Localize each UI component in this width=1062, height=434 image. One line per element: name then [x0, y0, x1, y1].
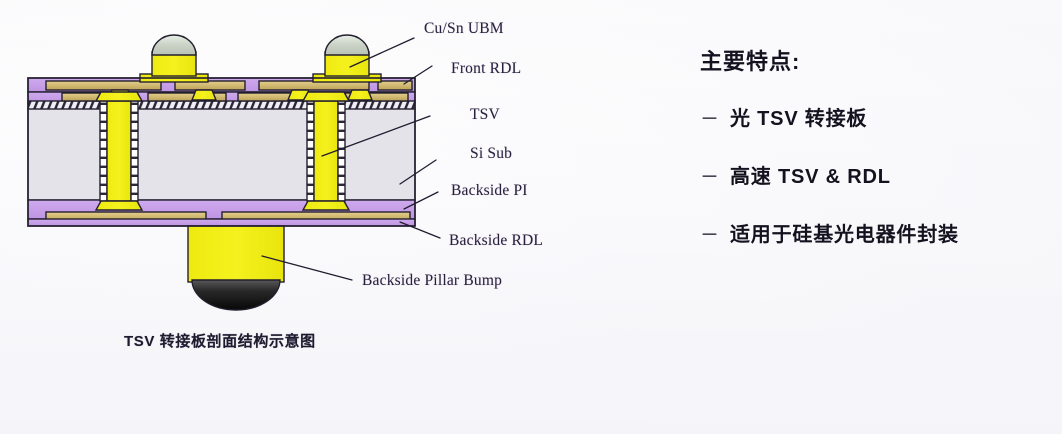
tsv-via-1 — [94, 91, 144, 211]
leader-backside-pillar — [261, 255, 353, 281]
backside-pi-skin — [27, 218, 416, 227]
leader-si-sub — [399, 159, 437, 185]
callout-label-backside-pillar-bump: Backside Pillar Bump — [362, 272, 503, 289]
feature-item-2: － 高速 TSV & RDL — [700, 160, 1050, 189]
leader-backside-pi — [403, 191, 439, 210]
callout-label-front-rdl: Front RDL — [451, 60, 522, 77]
bullet-dash-icon: － — [700, 167, 720, 188]
feature-label-3: 适用于硅基光电器件封装 — [730, 224, 959, 246]
key-features-title: 主要特点: — [700, 49, 801, 74]
cu-sn-ubm-bump-1 — [139, 34, 209, 83]
callout-label-backside-pi: Backside PI — [451, 182, 528, 199]
callout-label-backside-rdl: Backside RDL — [449, 232, 544, 249]
callout-label-si-sub: Si Sub — [470, 145, 513, 162]
backside-pillar-bump — [187, 225, 285, 311]
cu-sn-ubm-bump-2 — [312, 34, 382, 83]
feature-label-2: 高速 TSV & RDL — [730, 166, 891, 188]
leader-front-rdl — [403, 65, 433, 85]
feature-item-3: － 适用于硅基光电器件封装 — [700, 218, 1050, 247]
interposer-outline — [27, 77, 416, 227]
front-barrier-layer — [27, 100, 416, 110]
si-substrate-body — [27, 107, 416, 201]
feature-item-1: － 光 TSV 转接板 — [700, 102, 1050, 131]
leader-tsv — [321, 115, 431, 157]
bullet-dash-icon: － — [700, 109, 720, 130]
leader-cu-sn-ubm — [349, 37, 415, 68]
diagram-caption: TSV 转接板剖面结构示意图 — [124, 333, 316, 350]
bullet-dash-icon: － — [700, 225, 720, 246]
feature-label-1: 光 TSV 转接板 — [730, 108, 868, 130]
tsv-via-2 — [301, 91, 351, 211]
leader-backside-rdl — [399, 221, 441, 239]
callout-label-tsv: TSV — [470, 106, 500, 123]
key-features-list: － 光 TSV 转接板 － 高速 TSV & RDL － 适用于硅基光电器件封装 — [700, 102, 1050, 247]
key-features-panel: 主要特点: － 光 TSV 转接板 － 高速 TSV & RDL － 适用于硅基… — [700, 44, 1050, 276]
tsv-interposer-diagram: Cu/Sn UBM Front RDL TSV Si Sub Backside … — [27, 20, 544, 350]
callout-label-cu-sn-ubm: Cu/Sn UBM — [424, 20, 504, 37]
callout-leader-lines — [261, 37, 441, 281]
